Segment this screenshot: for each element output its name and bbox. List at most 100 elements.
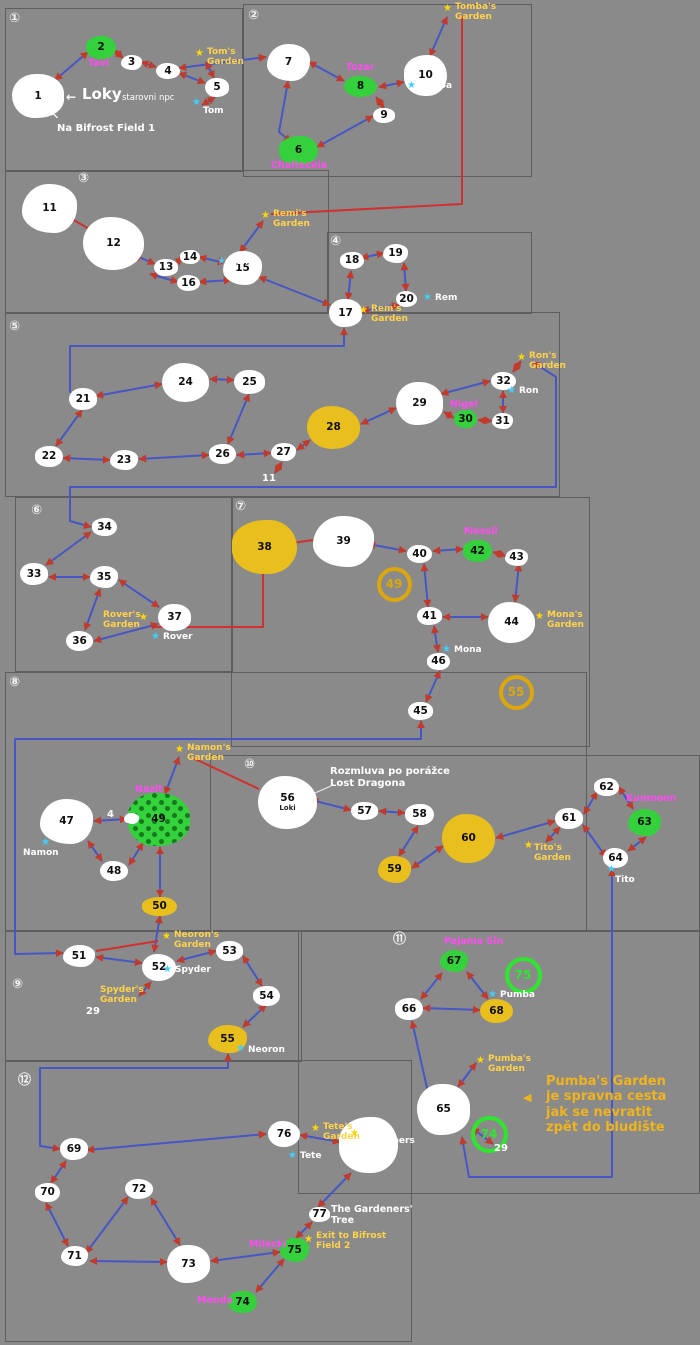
path-edge-red xyxy=(95,940,159,952)
npc-label-tito: Tito xyxy=(615,875,635,885)
node-number: 1 xyxy=(34,89,42,102)
path-edge-blue xyxy=(278,80,292,143)
map-node-53: 53 xyxy=(216,941,243,961)
path-edge-blue xyxy=(163,756,181,795)
special-name-pajama-sin: Pajama Sin xyxy=(444,936,504,947)
npc-star-spyder: ★ xyxy=(163,964,172,975)
path-edge-blue xyxy=(466,971,489,1000)
node-number: 49 xyxy=(151,813,166,826)
node-number: 5 xyxy=(213,81,221,94)
node-number: 31 xyxy=(495,414,510,427)
ring-number-49: 49 xyxy=(376,566,412,602)
path-edge-blue xyxy=(627,836,647,852)
special-name-messil: Messil xyxy=(464,526,498,537)
section-number-2: ② xyxy=(248,8,260,23)
path-edge-blue xyxy=(128,842,144,866)
note-bifrost-arrow: ↖ xyxy=(50,109,60,122)
map-node-14: 14 xyxy=(180,250,200,264)
map-node-24: 24 xyxy=(162,363,209,402)
node-number: 37 xyxy=(167,611,182,624)
node-number: 47 xyxy=(59,815,74,828)
path-edge-blue xyxy=(86,1130,267,1154)
path-edge-blue xyxy=(118,579,160,608)
path-edge-blue xyxy=(140,60,157,69)
note-rozmluva: Rozmluva po porážce Lost Dragona xyxy=(330,766,450,789)
npc-star-rem: ★ xyxy=(423,292,432,303)
path-edge-blue xyxy=(149,272,179,284)
node-number: 50 xyxy=(152,900,167,913)
path-edge-red xyxy=(153,569,264,628)
node-number: 19 xyxy=(388,247,403,260)
special-name-milecki: Milecki xyxy=(249,1239,287,1250)
special-name-tavi: Tavi xyxy=(88,58,110,69)
node-number: 38 xyxy=(257,540,272,553)
map-node-9: 9 xyxy=(373,108,395,123)
npc-label-rem: Rem xyxy=(435,293,458,303)
path-edge-blue xyxy=(299,1132,341,1145)
map-node-34: 34 xyxy=(92,518,117,536)
map-node-52: 52 xyxy=(142,954,176,981)
path-edge-blue xyxy=(420,563,432,608)
garden-star-remis: ★ xyxy=(261,210,270,221)
note-bifrost: Na Bifrost Field 1 xyxy=(57,123,156,134)
map-node-41: 41 xyxy=(417,607,442,625)
node-number: 44 xyxy=(504,616,519,629)
map-node-5: 5 xyxy=(205,78,229,97)
path-edge-blue xyxy=(95,953,143,967)
path-edge-blue xyxy=(85,1196,129,1254)
npc-label-pumba: Pumba xyxy=(500,990,535,1000)
path-edge-blue xyxy=(50,1160,67,1184)
node-sublabel: Loki xyxy=(279,803,296,812)
npc-label-namon: Namon xyxy=(23,848,59,858)
path-edge-blue xyxy=(411,845,444,869)
node-number: 74 xyxy=(235,1295,250,1308)
garden-star-toms: ★ xyxy=(195,48,204,59)
section-number-8: ⑧ xyxy=(9,675,21,690)
section-number-3: ③ xyxy=(78,171,90,186)
node-number: 20 xyxy=(399,292,414,305)
garden-star-exit-bifrost2: ★ xyxy=(304,1234,313,1245)
map-node-43: 43 xyxy=(505,549,528,566)
map-node-1: 1 xyxy=(12,74,64,118)
node-number: 77 xyxy=(312,1208,327,1221)
map-node-76: 76 xyxy=(268,1121,300,1147)
path-edge-blue xyxy=(378,807,406,817)
map-node-58: 58 xyxy=(405,804,434,825)
node-number: 30 xyxy=(458,412,473,425)
path-edge-blue xyxy=(83,588,102,631)
node-number: 40 xyxy=(412,547,427,560)
map-node-77: 77 xyxy=(309,1207,330,1222)
map-node-13: 13 xyxy=(154,259,178,276)
path-edge-blue xyxy=(205,61,215,79)
map-node-29: 29 xyxy=(396,382,443,425)
node-number: 43 xyxy=(509,551,524,564)
section-box-2 xyxy=(243,4,532,177)
map-node-28: 28 xyxy=(307,406,360,449)
node-number: 48 xyxy=(106,864,122,877)
garden-label-neorons: Neoron's Garden xyxy=(174,930,219,951)
note-pumba-note-arrow: ◀ xyxy=(523,1091,532,1104)
node-number: 3 xyxy=(127,56,136,69)
node-number: 23 xyxy=(116,453,132,466)
npc-label-ron: Ron xyxy=(519,386,539,396)
npc-star-namon: ★ xyxy=(41,837,50,848)
note-loky-arrow: ← xyxy=(66,90,77,104)
garden-label-pumbas: Pumba's Garden xyxy=(488,1054,532,1075)
path-edge-blue xyxy=(495,819,556,840)
map-node-30: 30 xyxy=(454,410,477,428)
garden-label-titos: Tito's Garden xyxy=(534,843,571,864)
path-edge-blue xyxy=(258,275,331,307)
path-edge-red xyxy=(270,16,463,215)
section-box-4 xyxy=(327,232,532,314)
node-number: 75 xyxy=(287,1243,302,1256)
garden-star-neorons: ★ xyxy=(162,931,171,942)
map-node-66: 66 xyxy=(395,998,423,1020)
path-edge-blue xyxy=(138,451,210,463)
note-loky-sub: starovni npc xyxy=(122,93,175,103)
npc-label-remi: Remi xyxy=(229,257,255,267)
path-edge-blue xyxy=(511,563,523,603)
npc-label-mona: Mona xyxy=(454,645,482,655)
map-node-mini4 xyxy=(124,813,139,824)
